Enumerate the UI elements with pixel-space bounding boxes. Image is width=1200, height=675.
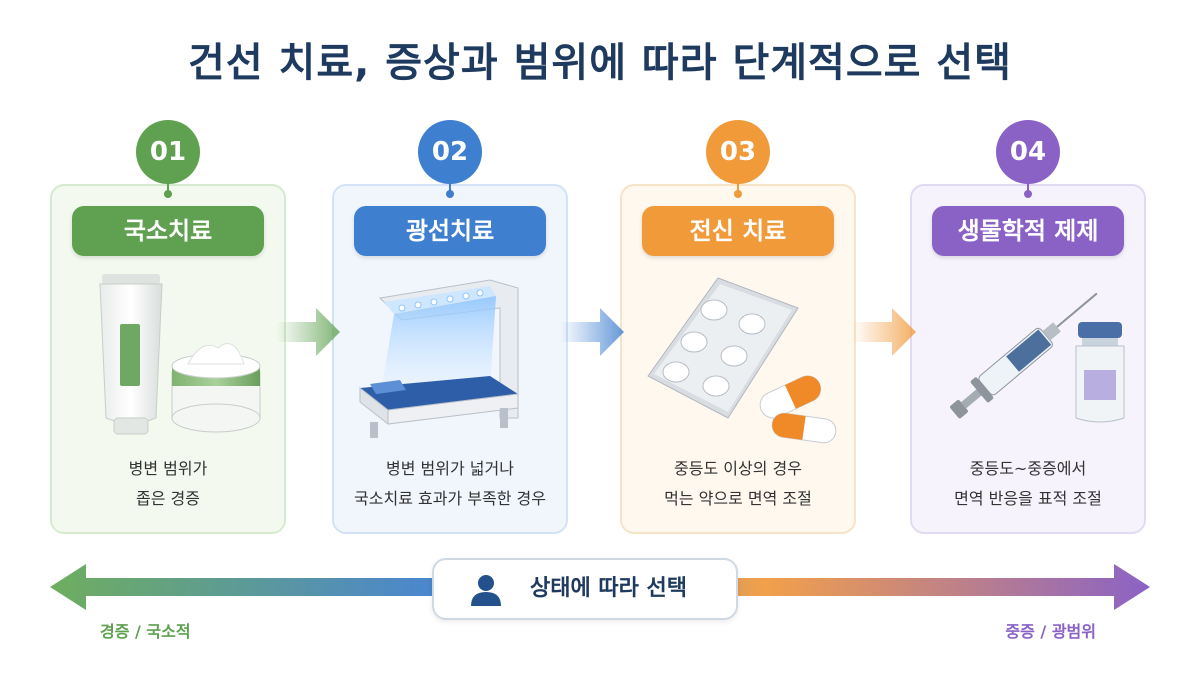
step-description: 중등도 이상의 경우 먹는 약으로 면역 조절: [620, 454, 856, 514]
step-label: 생물학적 제제: [932, 206, 1124, 256]
step-label: 전신 치료: [642, 206, 834, 256]
next-step-arrow-icon: [560, 308, 624, 356]
step-number: 03: [706, 120, 770, 184]
cream-tube-and-jar-icon: [99, 274, 261, 435]
step-connector: [1027, 182, 1029, 196]
desc-line: 면역 반응을 표적 조절: [954, 489, 1102, 508]
desc-line: 병변 범위가 넓거나: [386, 459, 514, 478]
page-title: 건선 치료, 증상과 범위에 따라 단계적으로 선택: [188, 40, 1012, 86]
step-label: 광선치료: [354, 206, 546, 256]
step-description: 병변 범위가 좁은 경증: [50, 454, 286, 514]
step-connector: [449, 182, 451, 196]
step-number: 04: [996, 120, 1060, 184]
step-connector-dot: [446, 190, 454, 198]
step-connector-dot: [1024, 190, 1032, 198]
step-number: 02: [418, 120, 482, 184]
step-connector-dot: [734, 190, 742, 198]
pill-blister-and-capsules-icon: [647, 277, 837, 444]
step-phototherapy: 02 광선치료 병변 범위가 넓거나 국소치료 효과가 부족한 경우: [332, 120, 568, 534]
step-systemic-treatment: 03 전신 치료 중등도 이상의 경우 먹는 약으로 면역 조절: [620, 120, 856, 534]
desc-line: 병변 범위가: [128, 459, 208, 478]
desc-line: 중등도~중증에서: [969, 459, 1087, 478]
desc-line: 국소치료 효과가 부족한 경우: [354, 489, 546, 508]
scale-right-label: 중증 / 광범위: [1005, 622, 1096, 641]
step-label: 국소치료: [72, 206, 264, 256]
step-number: 01: [136, 120, 200, 184]
step-description: 병변 범위가 넓거나 국소치료 효과가 부족한 경우: [332, 454, 568, 514]
phototherapy-bed-icon: [359, 279, 519, 438]
step-description: 중등도~중증에서 면역 반응을 표적 조절: [910, 454, 1146, 514]
desc-line: 먹는 약으로 면역 조절: [664, 489, 812, 508]
scale-left-label: 경증 / 국소적: [100, 622, 191, 641]
next-step-arrow-icon: [276, 308, 340, 356]
step-topical-treatment: 01 국소치료 병변 범위가 좁은 경증: [50, 120, 286, 534]
next-step-arrow-icon: [852, 308, 916, 356]
selection-label: 상태에 따라 선택: [530, 576, 687, 601]
desc-line: 중등도 이상의 경우: [674, 459, 802, 478]
step-biologics: 04 생물학적 제제 중등도~중증에서 면역 반응을 표적 조절: [910, 120, 1146, 534]
selection-badge: 상태에 따라 선택: [432, 558, 738, 620]
step-connector: [737, 182, 739, 196]
desc-line: 좁은 경증: [136, 489, 200, 508]
step-connector-dot: [164, 190, 172, 198]
step-connector: [167, 182, 169, 196]
syringe-and-vial-icon: [950, 292, 1125, 423]
person-icon: [471, 575, 501, 606]
